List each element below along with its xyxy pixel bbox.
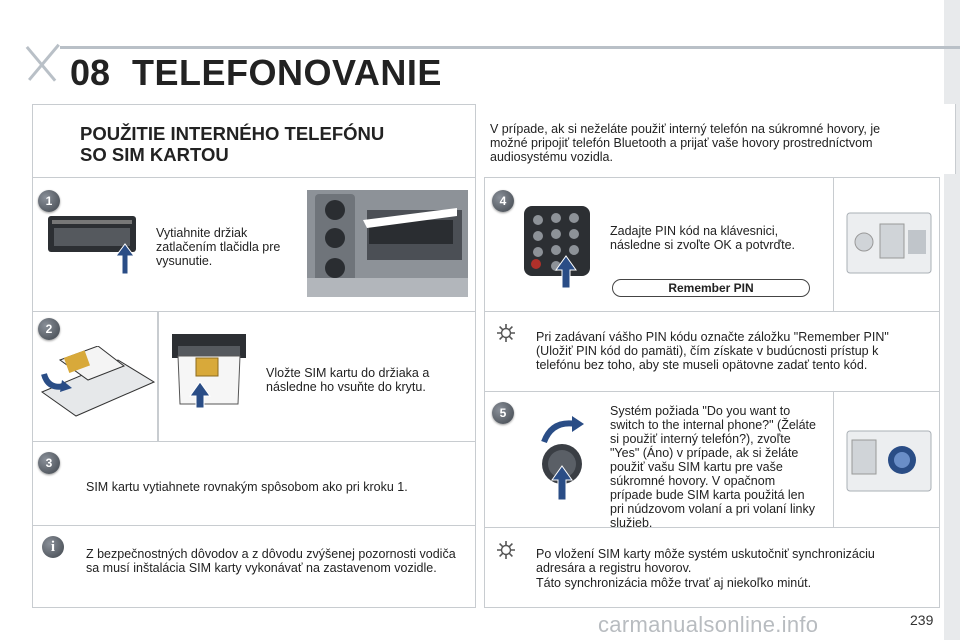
divider [484,527,940,528]
sim-holder-slot-illustration [48,216,136,275]
info-icon: i [42,536,64,558]
divider-vertical [833,391,834,527]
header-rule [60,46,960,49]
radio-unit-illustration-2 [846,430,932,492]
section-heading-line2: SO SIM KARTOU [80,144,229,165]
divider-vertical [833,177,834,311]
step-4-text: Zadajte PIN kód na klávesnici, následne … [610,224,796,252]
step-badge-5: 5 [492,402,514,424]
page-edge-bar [944,0,960,640]
divider [484,311,940,312]
tip-icon-sync [497,541,515,559]
sim-holder-illustration [172,334,246,409]
step-2-text: Vložte SIM kartu do držiaka a následne h… [266,366,430,394]
divider [32,177,476,178]
radio-unit-illustration [846,212,932,274]
step-badge-4: 4 [492,190,514,212]
step-1-text: Vytiahnite držiak zatlačením tlačidla pr… [156,226,281,268]
safety-note: Z bezpečnostných dôvodov a z dôvodu zvýš… [86,547,456,575]
step-5-text: Systém požiada "Do you want to switch to… [610,404,816,530]
step-badge-3: 3 [38,452,60,474]
keypad-illustration [524,206,590,289]
divider [32,441,476,442]
remember-pin-label: Remember PIN [612,279,810,297]
right-panel-top [484,104,956,174]
rotary-knob-illustration [541,416,584,501]
step-badge-1: 1 [38,190,60,212]
page-title: TELEFONOVANIE [132,52,442,93]
sync-tip-text-2: Táto synchronizácia môže trvať aj niekoľ… [536,576,812,590]
watermark: carmanualsonline.info [598,612,819,637]
divider [484,391,940,392]
pin-tip-text: Pri zadávaní vášho PIN kódu označte zálo… [536,330,889,372]
step-3-text: SIM kartu vytiahnete rovnakým spôsobom a… [86,480,408,494]
step-badge-2: 2 [38,318,60,340]
header-rule-diagonal-lower [28,43,60,81]
divider-vertical [157,311,159,441]
sim-card-tray-illustration [40,346,156,417]
tip-icon [497,324,515,342]
divider [32,525,476,526]
chapter-number: 08 [70,52,111,93]
intro-text: V prípade, ak si neželáte použiť interný… [490,122,881,164]
divider [32,311,476,312]
sync-tip-text-1: Po vložení SIM karty môže systém uskutoč… [536,547,875,575]
page-number: 239 [910,612,934,628]
section-heading-line1: POUŽITIE INTERNÉHO TELEFÓNU [80,123,385,144]
dashboard-photo [307,190,468,297]
